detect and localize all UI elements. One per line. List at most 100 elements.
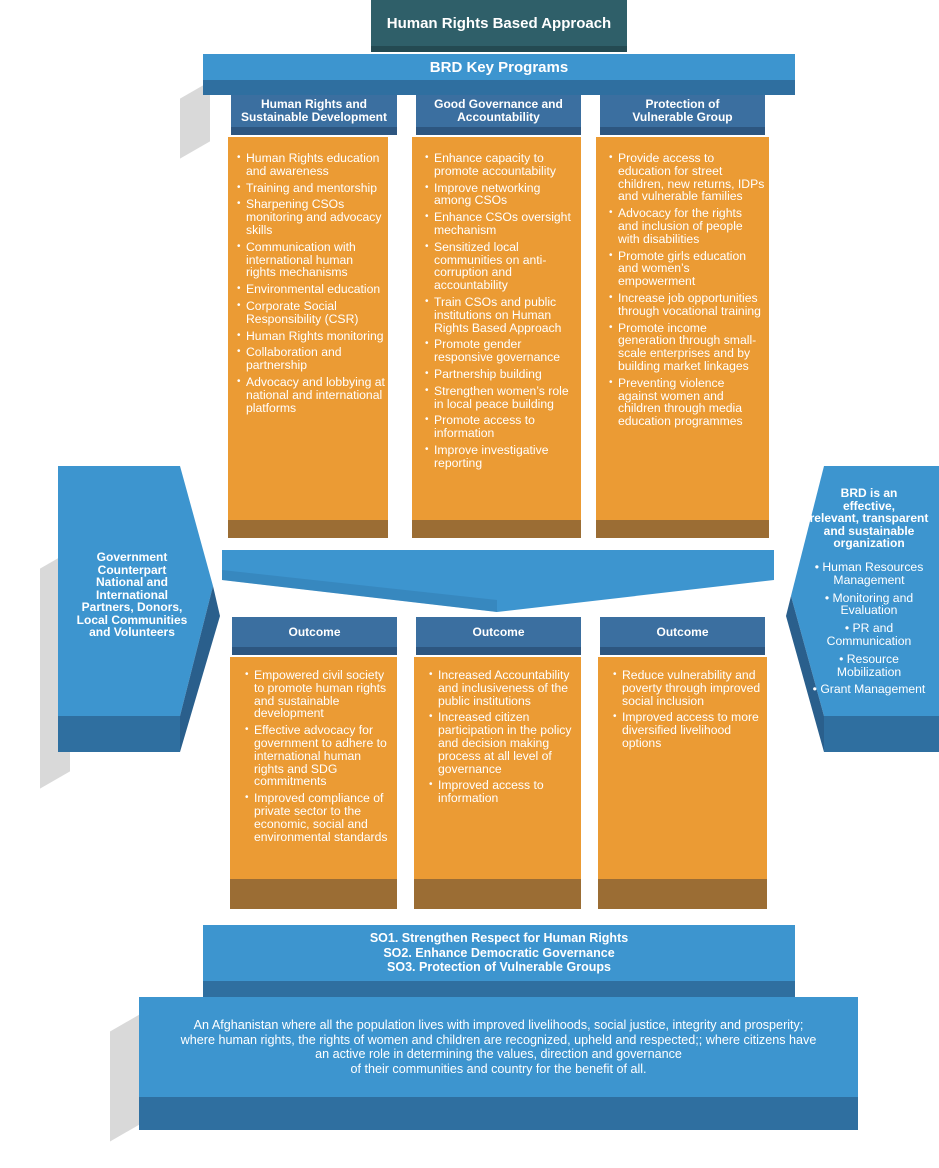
program-item: Promote gender responsive governance — [422, 338, 577, 364]
program-item: Enhance capacity to promote accountabili… — [422, 152, 577, 178]
left-panel-line: Local Communities — [76, 612, 188, 627]
right-panel-title: BRD is an effective, relevant, transpare… — [806, 487, 932, 550]
outcome-item: Reduce vulnerability and poverty through… — [610, 669, 763, 708]
right-panel-title-line: organization — [833, 536, 905, 550]
outcome-col-1-base — [230, 879, 397, 909]
strategic-objectives-base — [203, 981, 795, 997]
objective-so2: SO2. Enhance Democratic Governance — [383, 945, 615, 960]
program-col-2-title-line2: Accountability — [457, 110, 540, 124]
program-col-3-title-line2: Vulnerable Group — [632, 110, 733, 124]
programs-banner: BRD Key Programs — [203, 54, 795, 80]
objective-so3: SO3. Protection of Vulnerable Groups — [387, 960, 611, 975]
chevron-down-icon — [222, 550, 774, 612]
outcome-col-1-header: Outcome — [232, 617, 397, 647]
right-panel-title-line: relevant, transparent — [809, 511, 929, 525]
program-item: Improve investigative reporting — [422, 444, 577, 470]
right-panel-item: Human Resources Management — [806, 561, 932, 587]
program-item: Promote access to information — [422, 414, 577, 440]
programs-banner-base — [203, 80, 795, 95]
program-item: Preventing violence against women and ch… — [606, 376, 765, 428]
left-panel-line: Counterpart — [97, 562, 167, 577]
right-panel-item: PR and Communication — [806, 622, 932, 648]
vision-line: of their communities and country for the… — [350, 1061, 647, 1076]
program-col-3-header-base — [600, 127, 765, 135]
right-panel-item: Grant Management — [806, 683, 932, 696]
outcome-item: Increased citizen participation in the p… — [426, 711, 577, 775]
outcome-col-2-base — [414, 879, 581, 909]
program-item: Strengthen women’s role in local peace b… — [422, 384, 577, 411]
outcome-col-3-header: Outcome — [600, 617, 765, 647]
program-col-1-header-base — [231, 127, 397, 135]
left-panel-line: Government — [96, 550, 168, 565]
outcome-item: Improved access to information — [426, 779, 577, 805]
program-item: Provide access to education for street c… — [606, 152, 765, 203]
program-item: Partnership building — [422, 368, 577, 381]
right-panel-item: Resource Mobilization — [806, 652, 932, 679]
program-col-3-body: Provide access to education for street c… — [596, 137, 769, 520]
program-col-3-base — [596, 520, 769, 538]
outcome-col-3-body: Reduce vulnerability and poverty through… — [598, 657, 767, 879]
outcome-col-2-header-base — [416, 647, 581, 655]
left-hexagon-panel — [58, 466, 220, 752]
vision-statement-base — [139, 1097, 858, 1130]
outcome-col-3-title: Outcome — [656, 625, 709, 639]
left-panel-line: National and — [95, 575, 168, 590]
outcome-item: Improved access to more diversified live… — [610, 711, 763, 750]
program-item: Promote girls education and women’s empo… — [606, 249, 765, 288]
program-item: Environmental education — [234, 283, 386, 296]
left-panel-text: Government Counterpart National and Inte… — [62, 540, 202, 650]
program-item: Corporate Social Responsibility (CSR) — [234, 300, 386, 326]
program-col-1-title-line2: Sustainable Development — [240, 110, 388, 124]
header-title: Human Rights Based Approach — [386, 14, 612, 32]
header-title-box: Human Rights Based Approach — [371, 0, 627, 46]
strategic-objectives: SO1. Strengthen Respect for Human Rights… — [203, 925, 795, 981]
program-col-2-title-line1: Good Governance and — [434, 97, 563, 111]
program-item: Human Rights education and awareness — [234, 152, 386, 178]
program-col-1-base — [228, 520, 388, 538]
right-panel-title-line: BRD is an — [840, 486, 898, 500]
program-col-1-body: Human Rights education and awareness Tra… — [228, 137, 388, 520]
program-item: Advocacy and lobbying at national and in… — [234, 375, 386, 414]
program-item: Promote income generation through small-… — [606, 321, 765, 373]
program-item: Human Rights monitoring — [234, 329, 386, 343]
outcome-item: Effective advocacy for government to adh… — [242, 724, 393, 788]
program-col-2-header-base — [416, 127, 581, 135]
vision-line: where human rights, the rights of women … — [180, 1032, 817, 1047]
outcome-col-1-body: Empowered civil society to promote human… — [230, 657, 397, 879]
outcome-item: Empowered civil society to promote human… — [242, 669, 393, 720]
vision-line: An Afghanistan where all the population … — [193, 1018, 804, 1032]
program-col-3-title-line1: Protection of — [645, 97, 720, 111]
program-col-1-title-line1: Human Rights and — [260, 97, 367, 111]
outcome-col-1-title: Outcome — [288, 625, 341, 639]
right-panel-title-line: and sustainable — [823, 523, 915, 538]
program-item: Training and mentorship — [234, 181, 386, 195]
program-item: Sensitized local communities on anti-cor… — [422, 240, 577, 292]
program-item: Increase job opportunities through vocat… — [606, 292, 765, 318]
outcome-col-3-base — [598, 879, 767, 909]
outcome-item: Increased Accountability and inclusivene… — [426, 669, 577, 708]
program-col-2-body: Enhance capacity to promote accountabili… — [412, 137, 581, 520]
left-panel-line: Partners, Donors, — [81, 600, 183, 615]
left-panel-line: and Volunteers — [89, 625, 175, 640]
program-item: Collaboration and partnership — [234, 346, 386, 372]
header-base — [371, 46, 627, 52]
program-item: Enhance CSOs oversight mechanism — [422, 211, 577, 237]
right-panel-item: Monitoring and Evaluation — [806, 591, 932, 618]
vision-line: an active role in determining the values… — [315, 1047, 682, 1061]
outcome-col-2-header: Outcome — [416, 617, 581, 647]
programs-banner-label: BRD Key Programs — [429, 58, 569, 76]
program-item: Sharpening CSOs monitoring and advocacy … — [234, 198, 386, 237]
objective-so1: SO1. Strengthen Respect for Human Rights — [369, 931, 629, 946]
outcome-item: Improved compliance of private sector to… — [242, 792, 393, 843]
program-item: Communication with international human r… — [234, 240, 386, 279]
right-panel-list: Human Resources Management Monitoring an… — [806, 561, 932, 701]
outcome-col-2-title: Outcome — [472, 625, 525, 639]
outcome-col-2-body: Increased Accountability and inclusivene… — [414, 657, 581, 879]
program-item: Improve networking among CSOs — [422, 181, 577, 208]
program-col-2-base — [412, 520, 581, 538]
outcome-col-1-header-base — [232, 647, 397, 655]
outcome-col-3-header-base — [600, 647, 765, 655]
